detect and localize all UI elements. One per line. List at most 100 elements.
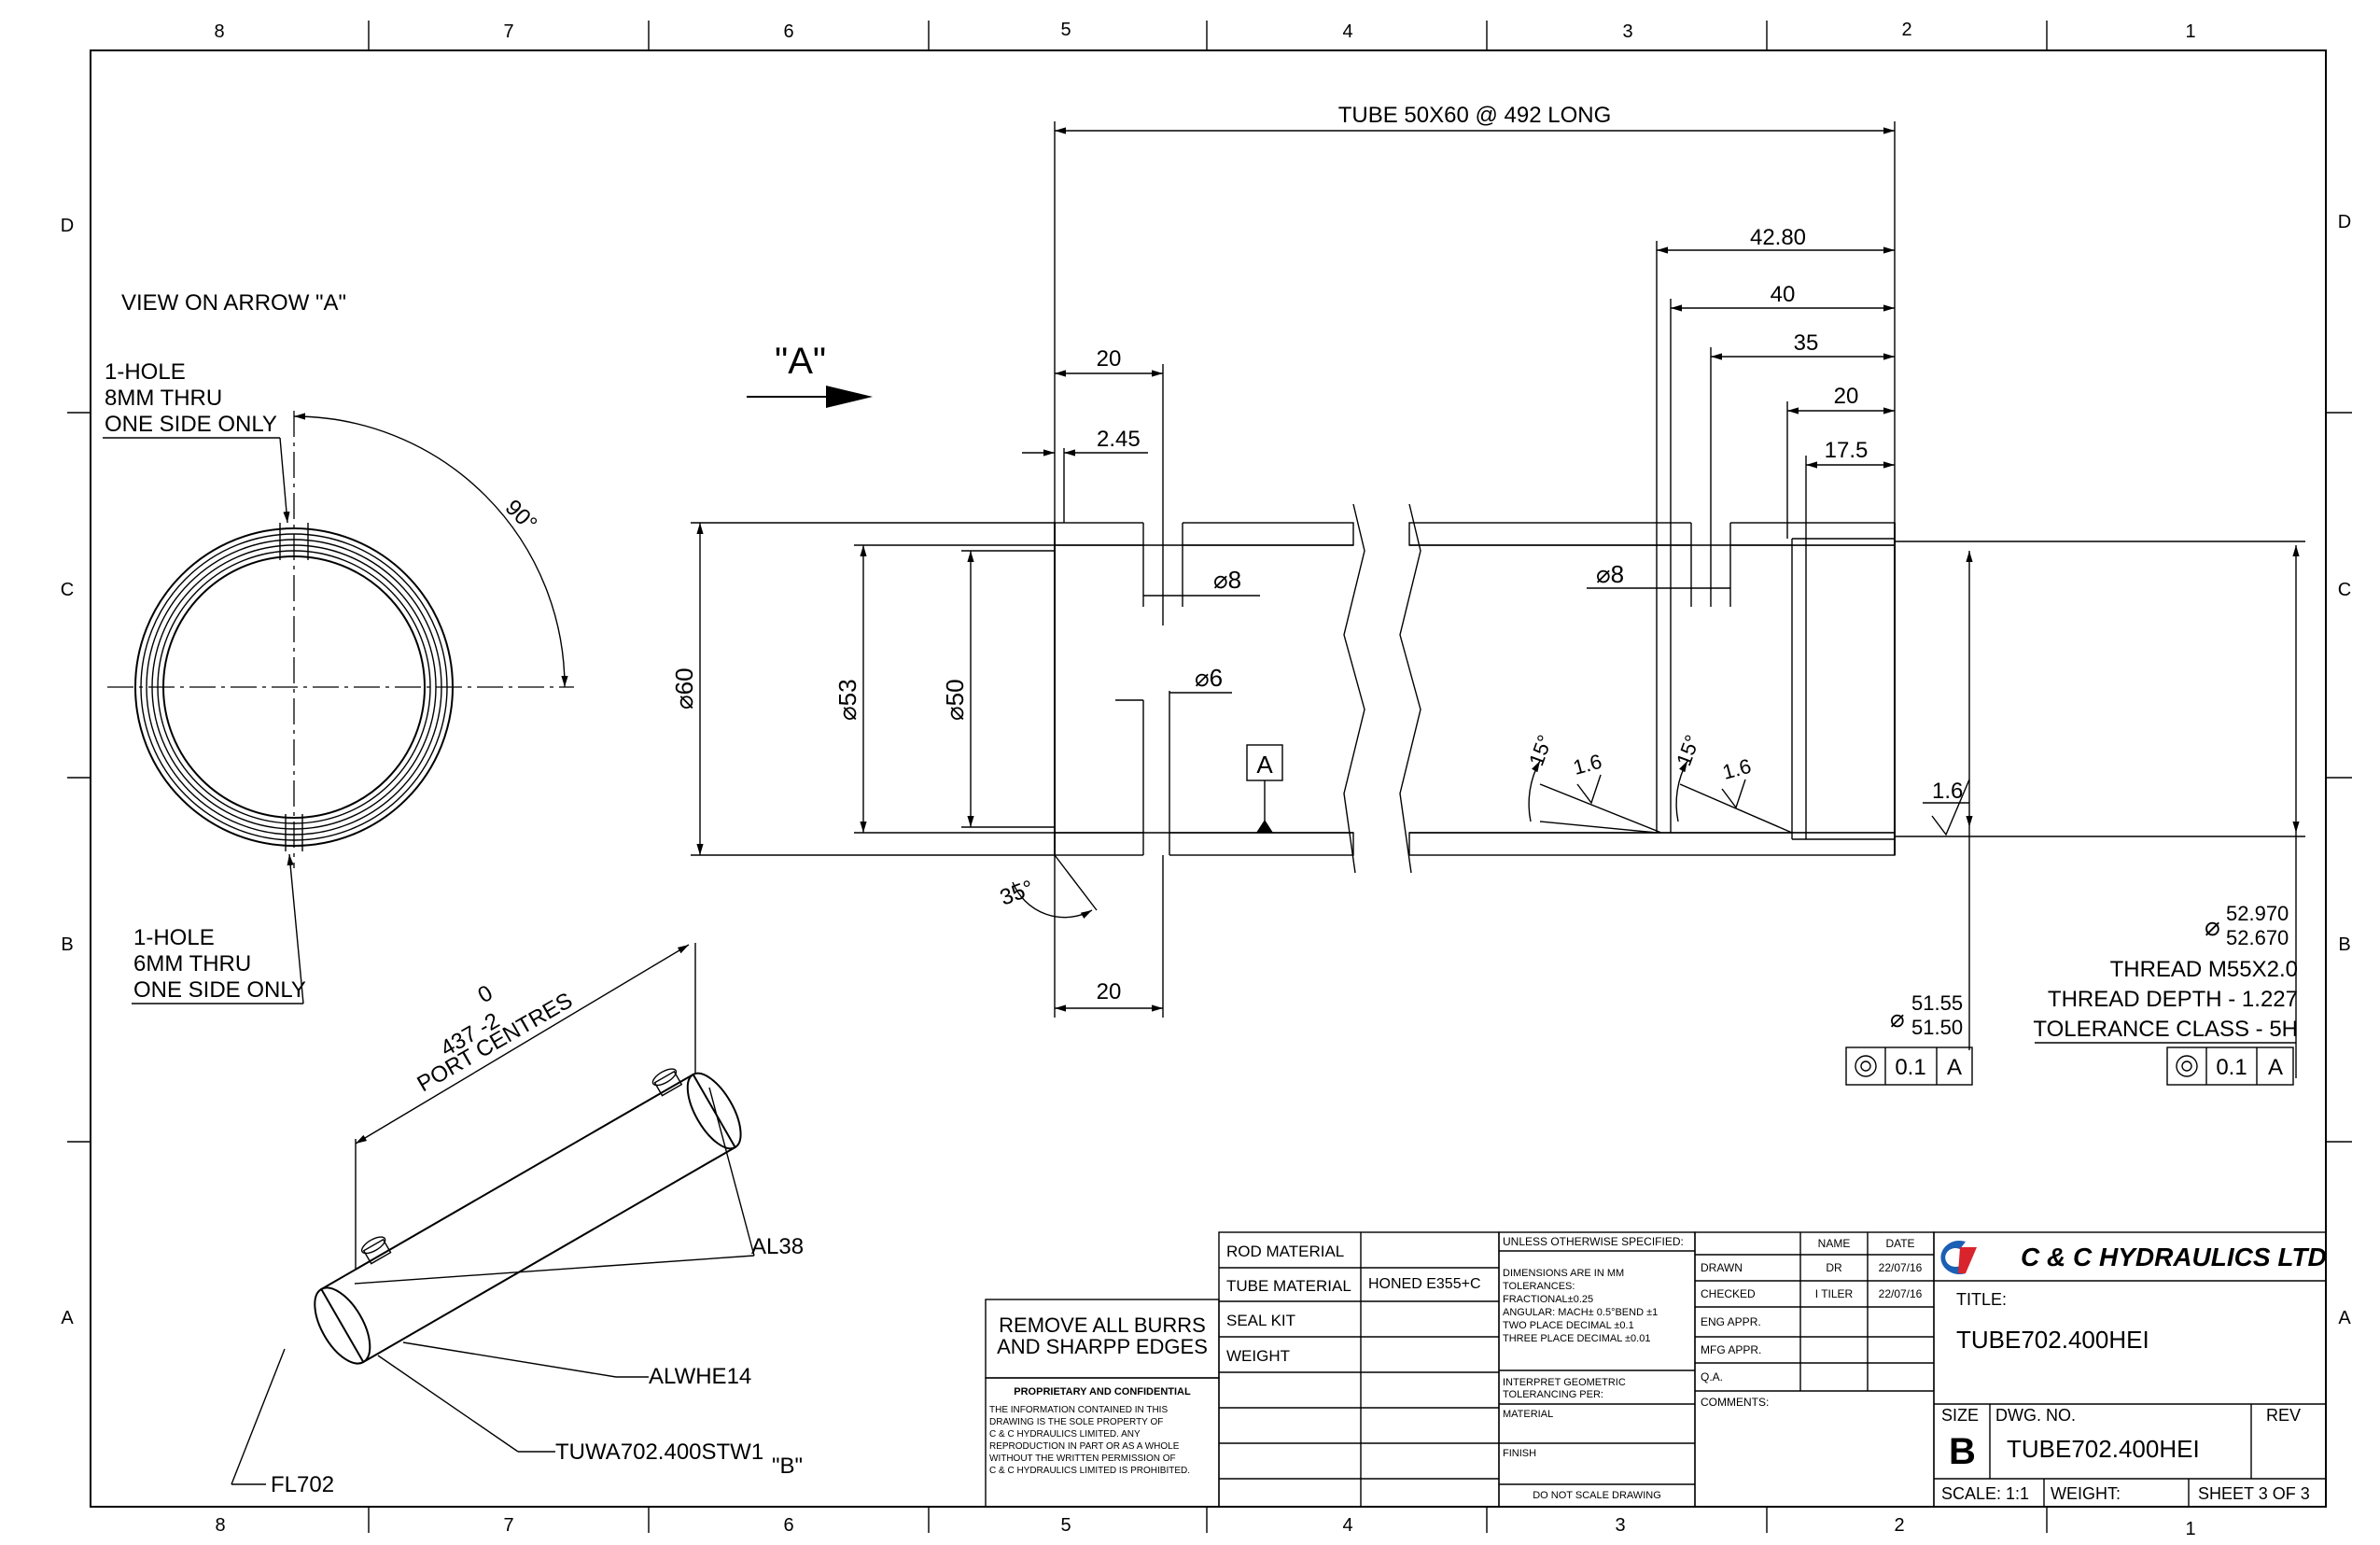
bore-upper: 51.55 <box>1911 991 1963 1015</box>
col-label-bottom: 2 <box>1894 1515 1904 1536</box>
concentricity-icon <box>1855 1055 1877 1077</box>
callout-fl702: FL702 <box>271 1472 334 1497</box>
thread-fcf-tol: 0.1 <box>2216 1055 2247 1080</box>
col-label-bottom: 3 <box>1615 1515 1625 1536</box>
company-logo-icon <box>1940 1241 1977 1274</box>
bore-fcf-datum: A <box>1947 1055 1962 1080</box>
dim-20-right: 20 <box>1834 384 1859 409</box>
row-label-left: C <box>61 580 74 600</box>
title-label: TITLE: <box>1956 1290 2007 1309</box>
row-label-right: A <box>2338 1308 2351 1328</box>
overall-length-label: TUBE 50X60 @ 492 LONG <box>1338 103 1612 128</box>
rev-label: REV <box>2266 1406 2301 1425</box>
end-view-note-6mm: 1-HOLE 6MM THRU ONE SIDE ONLY <box>132 853 306 1004</box>
tol-line: THREE PLACE DECIMAL ±0.01 <box>1503 1333 1650 1344</box>
col-label-bottom: 1 <box>2185 1519 2195 1539</box>
diameter-icon: ⌀ <box>2205 912 2220 941</box>
tube-walls <box>1054 522 1896 856</box>
notes-block: REMOVE ALL BURRS AND SHARPP EDGES PROPRI… <box>985 1299 1220 1508</box>
dim-42-80: 42.80 <box>1750 225 1806 250</box>
dim-35: 35 <box>1794 330 1819 356</box>
no-scale-note: DO NOT SCALE DRAWING <box>1533 1490 1661 1501</box>
col-label-top: 5 <box>1060 20 1071 40</box>
row-label-right: C <box>2338 580 2351 600</box>
datum-label: A <box>1256 751 1273 779</box>
approval-date: 22/07/16 <box>1879 1261 1923 1274</box>
material-label: SEAL KIT <box>1226 1312 1295 1329</box>
col-label-bottom: 5 <box>1060 1515 1071 1536</box>
row-label-left: B <box>61 934 73 955</box>
chamfer-15-b: 15° <box>1672 732 1704 769</box>
roughness-1-6-c: 1.6 <box>1932 779 1963 804</box>
prop-line: C & C HYDRAULICS LIMITED IS PROHIBITED. <box>989 1466 1190 1476</box>
row-label-left: A <box>61 1308 74 1328</box>
col-label-bottom: 8 <box>215 1515 225 1536</box>
weight-label: WEIGHT: <box>2051 1484 2121 1503</box>
col-label-bottom: 4 <box>1342 1515 1352 1536</box>
tol-interpret: INTERPRET GEOMETRIC <box>1503 1377 1626 1388</box>
material-label: ROD MATERIAL <box>1226 1243 1344 1260</box>
callout-alwhe14: ALWHE14 <box>649 1364 751 1389</box>
approval-role: ENG APPR. <box>1701 1315 1761 1328</box>
material-label: TUBE MATERIAL <box>1226 1277 1351 1295</box>
title-block: C & C HYDRAULICS LTD TITLE: TUBE702.400H… <box>1933 1231 2327 1508</box>
note-line: ONE SIDE ONLY <box>105 412 277 437</box>
bore-lower: 51.50 <box>1911 1016 1963 1039</box>
note-line: 1-HOLE <box>105 359 186 385</box>
col-label-top: 1 <box>2185 21 2195 42</box>
angle-90-label: 90° <box>500 495 542 537</box>
callout-b: "B" <box>772 1454 803 1479</box>
iso-view: 0 437 -2 PORT CENTRES AL38 ALWHE14 TUWA7… <box>231 943 804 1497</box>
company-name: C & C HYDRAULICS LTD <box>2021 1243 2327 1271</box>
dwg-number: TUBE702.400HEI <box>2007 1435 2200 1463</box>
comments-label: COMMENTS: <box>1701 1396 1769 1409</box>
prop-line: WITHOUT THE WRITTEN PERMISSION OF <box>989 1454 1176 1464</box>
diameter-icon: ⌀ <box>1890 1004 1905 1032</box>
dwg-label: DWG. NO. <box>1995 1406 2076 1425</box>
col-label-top: 7 <box>503 21 513 42</box>
date-header: DATE <box>1885 1237 1914 1250</box>
approval-date: 22/07/16 <box>1879 1287 1923 1300</box>
approval-role: MFG APPR. <box>1701 1343 1761 1356</box>
drawing-title: TUBE702.400HEI <box>1956 1326 2149 1354</box>
proprietary-text: THE INFORMATION CONTAINED IN THIS DRAWIN… <box>989 1405 1190 1476</box>
end-view-title: VIEW ON ARROW "A" <box>121 290 346 316</box>
tol-material: MATERIAL <box>1503 1409 1553 1420</box>
thread-fcf-datum: A <box>2268 1055 2283 1080</box>
concentricity-icon <box>2176 1055 2198 1077</box>
col-label-bottom: 7 <box>503 1515 513 1536</box>
dim-d53: ⌀53 <box>833 679 861 721</box>
tol-line: TOLERANCES: <box>1503 1281 1575 1292</box>
chamfer-15-a: 15° <box>1524 732 1557 769</box>
prop-line: C & C HYDRAULICS LIMITED. ANY <box>989 1429 1141 1440</box>
end-view-note-8mm: 1-HOLE 8MM THRU ONE SIDE ONLY <box>103 359 290 524</box>
col-label-top: 2 <box>1901 20 1911 40</box>
iso-tube <box>314 1068 742 1365</box>
roughness-1-6-a: 1.6 <box>1571 750 1604 780</box>
note-line: 6MM THRU <box>133 951 251 976</box>
thread-spec: ⌀ 52.970 52.670 THREAD M55X2.0 THREAD DE… <box>2033 902 2298 1086</box>
thread-line: THREAD M55X2.0 <box>2110 957 2298 982</box>
dim-2-45: 2.45 <box>1097 427 1141 452</box>
note-line: 8MM THRU <box>105 386 222 411</box>
size-label: SIZE <box>1941 1406 1979 1425</box>
burrs-line: REMOVE ALL BURRS <box>999 1313 1206 1337</box>
leader <box>354 1255 755 1285</box>
burrs-line: AND SHARPP EDGES <box>997 1335 1208 1358</box>
approval-role: DRAWN <box>1701 1261 1743 1274</box>
row-label-left: D <box>61 216 74 236</box>
dim-20-left-bottom: 20 <box>1097 979 1122 1004</box>
material-value: HONED E355+C <box>1368 1276 1481 1292</box>
border-labels: 8 7 6 5 4 3 2 1 8 7 6 5 4 3 2 1 D C B A … <box>61 20 2352 1539</box>
tolerance-block: UNLESS OTHERWISE SPECIFIED: DIMENSIONS A… <box>1498 1231 1696 1508</box>
col-label-bottom: 6 <box>783 1515 793 1536</box>
tol-interpret: TOLERANCING PER: <box>1503 1389 1603 1400</box>
break-line <box>1343 503 1365 874</box>
view-arrow-label: "A" <box>775 341 826 382</box>
dim-d50: ⌀50 <box>941 679 969 721</box>
prop-line: THE INFORMATION CONTAINED IN THIS <box>989 1405 1168 1415</box>
bore-tolerance: ⌀ 51.55 51.50 0.1 A <box>1845 991 1973 1086</box>
view-arrow-icon <box>826 386 873 408</box>
